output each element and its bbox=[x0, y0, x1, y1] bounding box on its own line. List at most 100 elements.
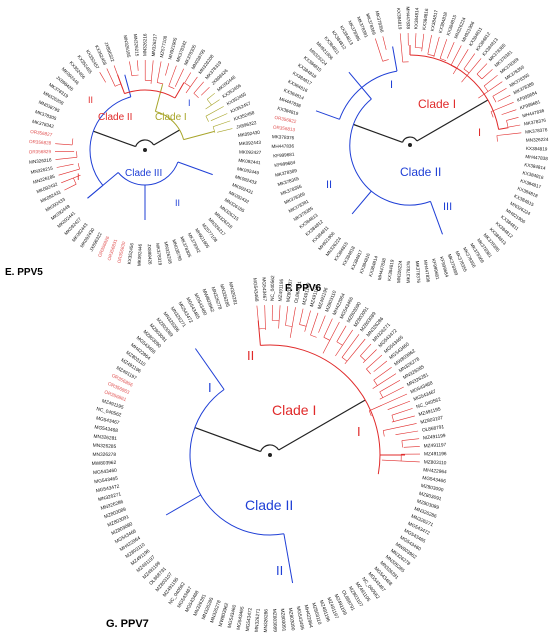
tip-branch bbox=[461, 58, 482, 83]
tip-branch bbox=[489, 199, 503, 208]
tip-join-arc bbox=[379, 391, 384, 398]
tip-branch bbox=[343, 563, 354, 579]
tip-label: MN326185 bbox=[32, 174, 55, 185]
tip-join-arc bbox=[373, 379, 378, 386]
tree-internal-branch bbox=[278, 399, 366, 451]
tip-label: MZ803091 bbox=[418, 491, 442, 503]
tip-branch bbox=[127, 496, 142, 501]
tip-branch bbox=[336, 325, 347, 342]
tip-join-arc bbox=[162, 225, 169, 227]
tip-branch bbox=[492, 87, 507, 97]
tip-branch bbox=[174, 68, 184, 87]
tip-branch bbox=[311, 93, 333, 104]
tip-branch bbox=[383, 423, 417, 431]
tip-label: MN038795 bbox=[171, 239, 183, 262]
tip-branch bbox=[61, 174, 81, 184]
tip-branch bbox=[193, 326, 213, 360]
tip-join-arc bbox=[355, 218, 360, 222]
tip-branch bbox=[347, 547, 366, 570]
tip-branch bbox=[155, 227, 157, 239]
tip-join-arc bbox=[157, 82, 164, 85]
tip-branch bbox=[144, 374, 168, 390]
tip-branch bbox=[121, 439, 153, 442]
tip-join-arc bbox=[483, 85, 489, 92]
tip-branch bbox=[169, 225, 172, 236]
subclade-label: III bbox=[443, 201, 452, 213]
subclade-label: II bbox=[326, 179, 332, 191]
tip-branch bbox=[163, 350, 193, 379]
tip-join-arc bbox=[237, 336, 243, 338]
tip-branch bbox=[321, 203, 334, 213]
tree-internal-branch bbox=[174, 82, 185, 99]
tip-branch bbox=[356, 222, 368, 244]
tip-branch bbox=[63, 113, 76, 119]
tip-branch bbox=[401, 237, 403, 257]
tip-branch bbox=[236, 582, 240, 601]
tip-branch bbox=[307, 100, 322, 107]
tip-label: MZ491197 bbox=[309, 284, 321, 308]
tip-branch bbox=[485, 189, 507, 202]
tip-label: MN326281 bbox=[227, 281, 238, 306]
tip-label: MK092433 bbox=[234, 174, 257, 185]
tip-branch bbox=[173, 216, 180, 233]
tip-label: KX384817 bbox=[520, 178, 542, 190]
tip-label: MZ803110 bbox=[424, 459, 447, 466]
tip-join-arc bbox=[134, 228, 141, 229]
tip-branch bbox=[180, 205, 193, 226]
tip-branch bbox=[373, 366, 392, 381]
tip-branch bbox=[163, 544, 179, 560]
tip-label: MG543465 bbox=[94, 476, 119, 486]
tip-label: MK378319 bbox=[155, 243, 163, 266]
tip-branch bbox=[331, 206, 349, 224]
tip-label: JX896322 bbox=[104, 41, 116, 63]
tip-label: MZ491196 bbox=[424, 451, 447, 457]
tip-branch bbox=[379, 379, 401, 393]
tip-join-arc bbox=[427, 226, 433, 227]
tip-branch bbox=[452, 49, 469, 75]
tip-branch bbox=[125, 225, 128, 237]
tip-join-arc bbox=[168, 384, 172, 389]
tip-branch bbox=[168, 545, 187, 565]
tip-label: MK092441 bbox=[238, 158, 261, 166]
tree-internal-arc bbox=[155, 110, 185, 140]
tip-branch bbox=[55, 157, 78, 160]
tip-join-arc bbox=[174, 539, 179, 544]
tip-join-arc bbox=[341, 83, 345, 88]
tip-label: OR356829 bbox=[29, 149, 52, 154]
tip-label: KF999681 bbox=[519, 99, 541, 111]
tip-label: MG543466 bbox=[422, 475, 447, 484]
tree-internal-branch bbox=[392, 46, 398, 72]
tip-branch bbox=[322, 321, 340, 354]
tip-join-arc bbox=[158, 504, 161, 510]
tip-branch bbox=[212, 170, 231, 176]
clade-label: Clade I bbox=[272, 402, 316, 418]
tip-branch bbox=[176, 208, 187, 229]
tip-branch bbox=[273, 580, 274, 605]
tree-internal-branch bbox=[315, 110, 340, 120]
tip-label: MN326216 bbox=[29, 157, 52, 164]
tip-label: JX896322 bbox=[236, 120, 258, 130]
tip-branch bbox=[489, 183, 511, 194]
tip-branch bbox=[501, 109, 517, 115]
tip-branch bbox=[393, 240, 395, 256]
tip-branch bbox=[236, 309, 241, 330]
tip-branch bbox=[397, 481, 417, 485]
tip-join-arc bbox=[440, 58, 447, 62]
tip-branch bbox=[380, 466, 419, 470]
tip-branch bbox=[130, 402, 158, 413]
tree-internal-branch bbox=[194, 348, 225, 390]
tip-branch bbox=[363, 226, 373, 247]
tip-label: KX384814 bbox=[368, 255, 379, 277]
tip-branch bbox=[468, 214, 482, 231]
tip-join-arc bbox=[256, 563, 262, 564]
tip-branch bbox=[122, 473, 154, 478]
tip-join-arc bbox=[389, 238, 396, 239]
tip-label: NC_040562 bbox=[270, 275, 276, 301]
tip-join-arc bbox=[206, 561, 212, 564]
tip-branch bbox=[221, 569, 231, 597]
tip-join-arc bbox=[232, 566, 238, 568]
tip-join-arc bbox=[104, 89, 109, 92]
tip-label: MK092446 bbox=[137, 243, 143, 266]
tip-join-arc bbox=[197, 201, 202, 206]
